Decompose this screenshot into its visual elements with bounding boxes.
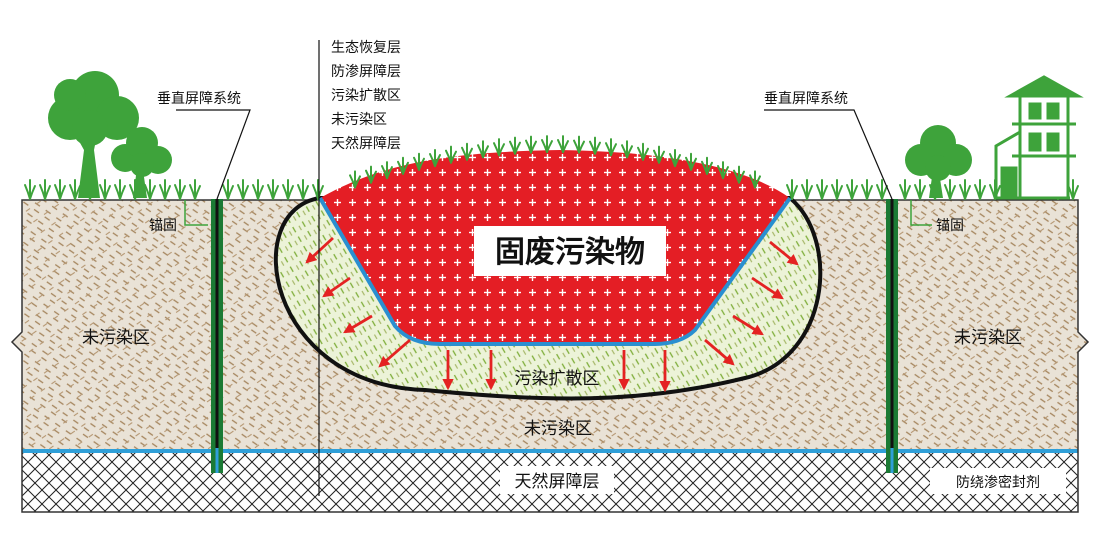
grass-blade	[194, 185, 201, 200]
grass-blade	[530, 140, 537, 154]
grass-blade	[287, 185, 294, 200]
grass-blade	[836, 185, 843, 200]
grass-blade	[272, 185, 279, 200]
grass-blade	[949, 185, 956, 200]
grass-blade	[317, 185, 324, 200]
left-anchor-leader	[184, 200, 208, 226]
left-vertical-barrier	[211, 199, 223, 473]
grass-blade	[482, 145, 489, 159]
grass-blade	[562, 140, 569, 154]
right-anchor-label: 锚固	[936, 218, 964, 234]
grass-blade	[594, 141, 601, 155]
grass-blade	[706, 161, 713, 175]
waste-label-box	[474, 226, 666, 276]
diffusion-arrow	[322, 276, 351, 298]
left-barrier-label: 垂直屏障系统	[157, 90, 241, 107]
diffusion-arrow	[305, 236, 334, 264]
tree-small-left	[111, 127, 172, 198]
left-zone-label: 未污染区	[82, 328, 150, 348]
grass-blade	[466, 147, 473, 161]
grass-blade	[1072, 185, 1079, 200]
grass-blade	[754, 175, 761, 189]
grass-blade	[690, 157, 697, 171]
legend-item: 污染扩散区	[331, 88, 401, 104]
grass-blade	[104, 185, 111, 200]
grass-blade	[738, 170, 745, 184]
impermeable-liner	[318, 196, 792, 346]
grass-blade	[402, 161, 409, 175]
grass-blade	[29, 185, 36, 200]
ground-outline	[10, 199, 1090, 513]
right-anchor-leader	[910, 200, 932, 226]
diffusion-zone-label: 污染扩散区	[515, 369, 600, 389]
diffusion-arrow	[704, 338, 735, 366]
grass-blade	[370, 170, 377, 184]
diffusion-arrow	[751, 276, 784, 300]
grass-blade	[119, 185, 126, 200]
layer-legend: 生态恢复层 防渗屏障层 污染扩散区 未污染区 天然屏障层	[331, 39, 401, 152]
sealant-label-box	[930, 468, 1066, 494]
house	[994, 75, 1084, 200]
grass-blade	[674, 154, 681, 168]
natural-barrier-label-box	[500, 466, 614, 494]
grass-blade	[498, 143, 505, 157]
grass-blade	[386, 166, 393, 180]
grass-blade	[964, 185, 971, 200]
tree-right	[905, 125, 972, 198]
left-barrier-leader	[176, 109, 251, 200]
grass-blade	[179, 185, 186, 200]
grass-blade	[851, 185, 858, 200]
legend-item: 生态恢复层	[331, 39, 401, 56]
grass-blade	[546, 140, 553, 154]
grass-blade	[806, 185, 813, 200]
grass-blade	[578, 140, 585, 154]
diffusion-arrow	[732, 314, 764, 336]
grass-blade	[919, 185, 926, 200]
grass-blade	[164, 185, 171, 200]
grass-blade	[227, 185, 234, 200]
grass-blade	[44, 185, 51, 200]
grass-blade	[514, 141, 521, 155]
grass-blade	[418, 157, 425, 171]
grass-blade	[149, 185, 156, 200]
grass-blade	[866, 185, 873, 200]
grass-blade	[450, 150, 457, 164]
grass-blade	[979, 185, 986, 200]
grass-blade	[722, 166, 729, 180]
diffusion-arrows	[305, 236, 799, 393]
tree-large-left	[48, 71, 139, 198]
legend-item: 天然屏障层	[331, 135, 401, 152]
grass-blade	[354, 175, 361, 189]
grass-blade	[904, 185, 911, 200]
legend-item: 防渗屏障层	[331, 64, 401, 80]
grass-blade	[257, 185, 264, 200]
grass-blade	[658, 150, 665, 164]
grass-blade	[626, 145, 633, 159]
sealant-label: 防绕渗密封剂	[956, 474, 1040, 491]
diffusion-arrow	[769, 240, 799, 266]
grass-blade	[642, 147, 649, 161]
right-barrier-label: 垂直屏障系统	[764, 90, 848, 107]
right-vertical-barrier	[886, 199, 898, 473]
grass-blade	[59, 185, 66, 200]
grass-blade	[302, 185, 309, 200]
grass-blade	[242, 185, 249, 200]
natural-barrier-label: 天然屏障层	[515, 472, 600, 492]
waste-label: 固废污染物	[495, 235, 645, 270]
diffusion-arrow	[343, 314, 373, 334]
grass-blade	[821, 185, 828, 200]
diffusion-arrow	[378, 338, 411, 368]
right-zone-label: 未污染区	[954, 328, 1022, 348]
right-barrier-leader	[764, 109, 893, 200]
left-anchor-label: 锚固	[149, 218, 177, 234]
grass-blade	[434, 154, 441, 168]
bottom-zone-label: 未污染区	[524, 419, 592, 439]
legend-item: 未污染区	[331, 112, 387, 128]
grass-blade	[610, 143, 617, 157]
grass-blade	[791, 185, 798, 200]
